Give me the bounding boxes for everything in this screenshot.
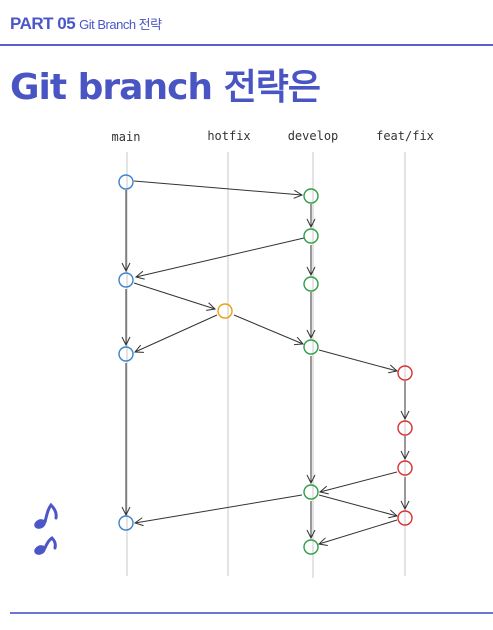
commit-hotfix-1: [217, 303, 233, 319]
commit-develop-5: [303, 484, 319, 500]
commit-feat-2: [397, 420, 413, 436]
commit-develop-3: [303, 276, 319, 292]
commit-develop-1: [303, 188, 319, 204]
commit-feat-3: [397, 460, 413, 476]
arrow-develop-to-feat-2: [318, 494, 397, 516]
music-note-icon: [34, 536, 57, 555]
arrow-develop-to-main: [136, 237, 305, 277]
lane-label-feat-fix: feat/fix: [376, 129, 434, 143]
lane-label-develop: develop: [288, 129, 339, 143]
commit-feat-4: [397, 510, 413, 526]
header-subtitle: Git Branch 전략: [79, 17, 162, 32]
footer-divider: [10, 612, 493, 614]
arrow-hotfix-to-main: [135, 314, 218, 352]
page-title: Git branch 전략은: [10, 67, 321, 108]
arrow-feat-to-develop-2: [319, 519, 398, 544]
arrow-develop-to-feat: [318, 349, 397, 371]
lane-label-hotfix: hotfix: [207, 129, 250, 143]
commit-develop-2: [303, 228, 319, 244]
arrow-main-to-hotfix: [133, 282, 215, 309]
lane-label-main: main: [112, 130, 141, 144]
commit-feat-1: [397, 365, 413, 381]
commit-develop-6: [303, 539, 319, 555]
arrow-main-to-develop: [133, 180, 302, 195]
arrow-develop-to-main-2: [135, 494, 303, 523]
commit-main-1: [118, 174, 134, 190]
part-label: PART 05: [10, 14, 76, 33]
header-divider: [0, 44, 493, 46]
commit-main-2: [118, 272, 134, 288]
arrow-feat-to-develop: [320, 471, 398, 492]
commit-main-3: [118, 346, 134, 362]
commit-develop-4: [303, 339, 319, 355]
arrow-hotfix-to-develop: [233, 314, 303, 344]
commit-main-4: [118, 515, 134, 531]
music-note-icon: [34, 502, 58, 529]
